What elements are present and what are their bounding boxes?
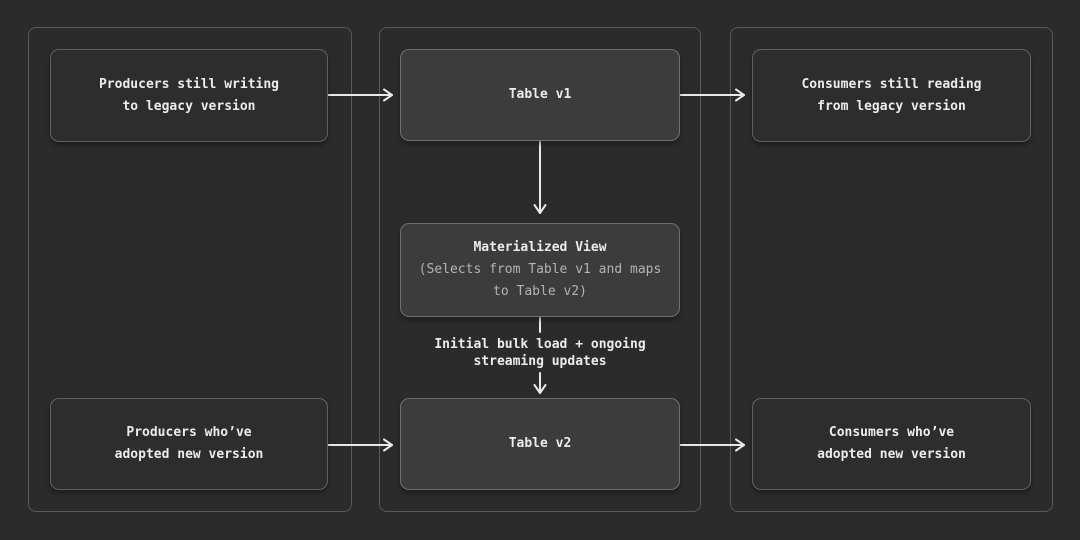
- panel-producers: [28, 27, 352, 512]
- edge-label-bulk-load: Initial bulk load + ongoing streaming up…: [434, 337, 646, 369]
- node-table-v1: Table v1: [400, 49, 680, 141]
- panel-consumers: [730, 27, 1053, 512]
- node-producers-legacy: Producers still writing to legacy versio…: [50, 49, 328, 142]
- node-consumers-new: Consumers who’ve adopted new version: [752, 398, 1031, 490]
- node-table-v2: Table v2: [400, 398, 680, 490]
- materialized-view-subtitle: (Selects from Table v1 and maps to Table…: [418, 262, 662, 299]
- node-materialized-view: Materialized View (Selects from Table v1…: [400, 223, 680, 317]
- node-consumers-legacy: Consumers still reading from legacy vers…: [752, 49, 1031, 142]
- materialized-view-title: Materialized View: [473, 240, 607, 255]
- node-producers-new: Producers who’ve adopted new version: [50, 398, 328, 490]
- panel-tables: [379, 27, 701, 512]
